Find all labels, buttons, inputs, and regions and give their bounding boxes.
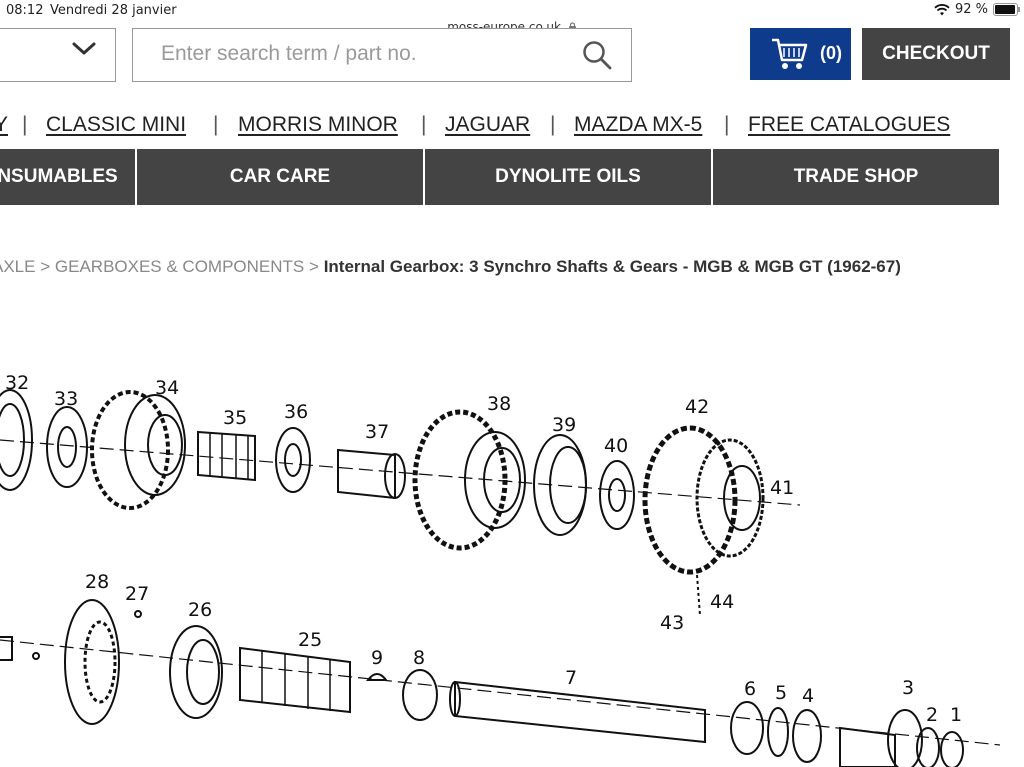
checkout-button[interactable]: CHECKOUT (862, 28, 1010, 80)
part-label: 37 (365, 421, 389, 443)
brand-link-partial[interactable]: Y (0, 113, 9, 136)
part-label: 26 (188, 599, 212, 621)
battery-percent: 92 % (954, 2, 988, 17)
part-label: 7 (565, 667, 577, 689)
status-time: 08:12 (6, 3, 44, 18)
part-label: 5 (775, 682, 787, 704)
nav-dynolite-oils[interactable]: DYNOLITE OILS (425, 149, 711, 205)
cart-icon (772, 38, 808, 69)
separator: | (550, 113, 556, 136)
part-label: 33 (54, 388, 78, 410)
wifi-icon (934, 3, 950, 15)
part-label: 2 (926, 704, 938, 726)
nav-car-care[interactable]: CAR CARE (137, 149, 423, 205)
part-label: 43 (660, 612, 684, 634)
battery-icon (993, 3, 1020, 16)
vehicle-select-dropdown[interactable] (0, 28, 116, 82)
cart-count: (0) (820, 43, 842, 63)
brand-link-free-catalogues[interactable]: FREE CATALOGUES (748, 113, 951, 136)
search-input[interactable] (159, 41, 563, 67)
status-date: Vendredi 28 janvier (50, 3, 177, 18)
separator: | (22, 113, 28, 136)
part-label: 9 (371, 647, 383, 669)
part-label: 6 (744, 678, 756, 700)
breadcrumb-separator: > (309, 257, 319, 276)
brand-link-morris-minor[interactable]: MORRIS MINOR (238, 113, 398, 136)
status-indicators: 92 % (934, 2, 1020, 17)
part-label: 32 (5, 372, 29, 394)
nav-consumables[interactable]: NSUMABLES (0, 149, 135, 205)
exploded-parts-diagram: 32 33 34 35 36 37 38 39 40 42 41 44 43 2… (0, 372, 1001, 767)
part-label: 41 (770, 477, 794, 499)
part-label: 36 (284, 401, 308, 423)
part-label: 3 (902, 677, 914, 699)
part-label: 4 (802, 685, 814, 707)
brand-link-classic-mini[interactable]: CLASSIC MINI (46, 113, 187, 136)
category-nav: NSUMABLES CAR CARE DYNOLITE OILS TRADE S… (0, 149, 1012, 205)
part-label: 25 (298, 629, 322, 651)
part-label: 44 (710, 591, 734, 613)
part-label: 28 (85, 571, 109, 593)
separator: | (213, 113, 219, 136)
search-icon[interactable] (581, 39, 613, 71)
separator: | (421, 113, 427, 136)
brand-link-jaguar[interactable]: JAGUAR (445, 113, 531, 136)
part-label: 38 (487, 393, 511, 415)
part-label: 1 (950, 704, 962, 726)
breadcrumb-link[interactable]: GEARBOXES & COMPONENTS (54, 257, 305, 276)
part-label: 8 (413, 647, 425, 669)
part-label: 34 (155, 377, 179, 399)
nav-trade-shop[interactable]: TRADE SHOP (713, 149, 999, 205)
brand-link-mazda-mx5[interactable]: MAZDA MX-5 (574, 113, 703, 136)
breadcrumb-current: Internal Gearbox: 3 Synchro Shafts & Gea… (323, 257, 901, 276)
breadcrumb: AXLE > GEARBOXES & COMPONENTS > Internal… (0, 257, 901, 277)
breadcrumb-separator: > (40, 257, 51, 276)
breadcrumb-link[interactable]: AXLE (0, 257, 36, 276)
part-label: 35 (223, 407, 247, 429)
part-label: 40 (604, 435, 628, 457)
chevron-down-icon (72, 42, 96, 55)
search-box (132, 28, 632, 82)
part-label: 42 (685, 396, 709, 418)
part-label: 39 (552, 414, 576, 436)
part-label: 27 (125, 583, 149, 605)
cart-button[interactable]: (0) (750, 28, 851, 80)
separator: | (724, 113, 730, 136)
